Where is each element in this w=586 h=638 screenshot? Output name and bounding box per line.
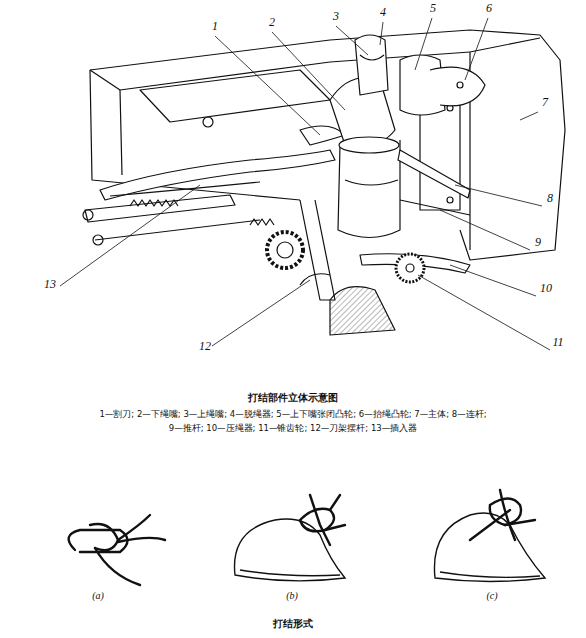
figure-title: 打结部件立体示意图 [248, 392, 338, 404]
callout-number: 5 [429, 2, 437, 16]
callout-number: 11 [551, 336, 564, 350]
callout-number: 8 [546, 192, 554, 206]
subfigure-label: (c) [486, 590, 497, 602]
subfigure-label: (b) [286, 590, 298, 602]
parts-list: 9—推杆; 10—压绳器; 11—锥齿轮; 12—刀架摆杆; 13—插入器 [169, 424, 417, 434]
callout-number: 13 [43, 278, 57, 292]
callout-number: 1 [211, 20, 219, 34]
callout-number: 6 [485, 2, 493, 16]
callout-number: 4 [379, 6, 387, 20]
callout-number: 10 [539, 282, 553, 296]
figure-caption: 打结形式 [273, 618, 313, 630]
callout-number: 7 [541, 96, 549, 110]
parts-list: 1—割刀; 2—下绳嘴; 3—上绳嘴; 4—脱绳器; 5—上下嘴张闭凸轮; 6—… [99, 410, 486, 420]
callout-number: 2 [268, 16, 276, 30]
subfigure-label: (a) [92, 590, 104, 602]
callout-number: 9 [534, 236, 542, 250]
callout-number: 12 [198, 340, 212, 354]
callout-number: 3 [332, 10, 340, 24]
